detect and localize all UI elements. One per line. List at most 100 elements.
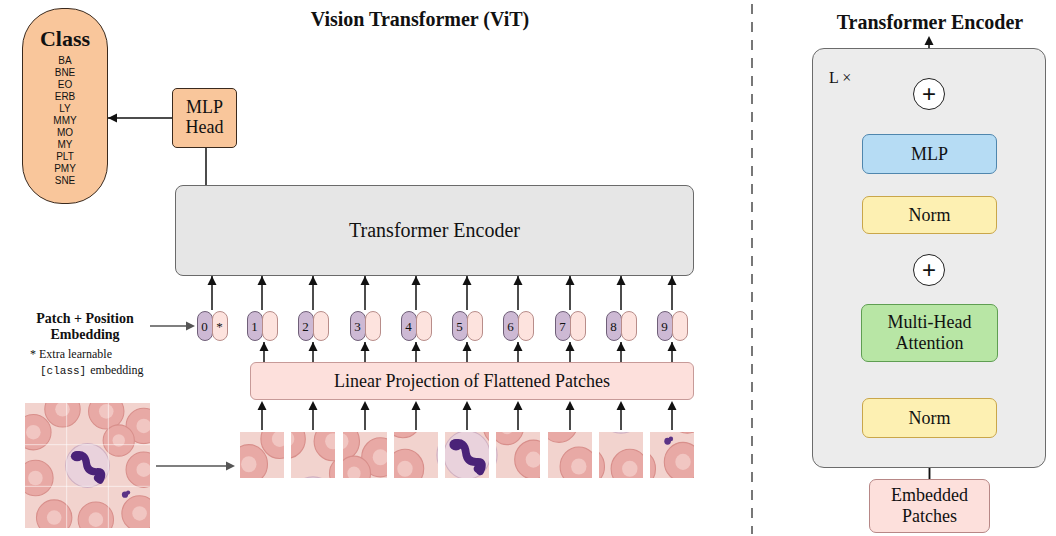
split-arrow-head bbox=[226, 462, 235, 471]
node-text: + bbox=[922, 258, 936, 282]
input-box: Embedded Patches bbox=[869, 479, 990, 532]
position-index: 1 bbox=[251, 320, 258, 333]
connector bbox=[361, 342, 370, 362]
image-patch bbox=[245, 419, 399, 536]
class-name: MMY bbox=[40, 115, 90, 127]
pointer-line bbox=[150, 325, 188, 327]
node-label: Linear Projection of Flattened Patches bbox=[334, 371, 610, 392]
patch-content bbox=[552, 327, 706, 488]
patch-arrow-heads bbox=[258, 401, 677, 410]
class-name: EO bbox=[40, 79, 90, 91]
patch-pill bbox=[467, 311, 483, 341]
title-holder: Vision Transformer (ViT) bbox=[220, 8, 620, 31]
token-embedding: 2 bbox=[297, 310, 329, 342]
node-text: + bbox=[922, 82, 936, 106]
add-circle: + bbox=[913, 254, 945, 286]
class-name: PLT bbox=[40, 151, 90, 163]
diagram-title: Vision Transformer (ViT) bbox=[220, 8, 620, 31]
node-label: MLP Head bbox=[177, 98, 232, 138]
split-arrow-line bbox=[156, 465, 227, 467]
arrow-head bbox=[309, 342, 318, 351]
encoder-detail-panel: Transformer EncoderL ×+MLPNorm+Multi-Hea… bbox=[812, 48, 1046, 468]
connector bbox=[361, 276, 370, 310]
footnote-text: embedding bbox=[90, 363, 143, 378]
connector bbox=[258, 276, 267, 310]
position-pill: 6 bbox=[503, 311, 519, 341]
separator-line bbox=[751, 4, 753, 534]
connector bbox=[309, 276, 318, 310]
patch-grid bbox=[25, 403, 150, 528]
class-name: BNE bbox=[40, 67, 90, 79]
class-name: BA bbox=[40, 55, 90, 67]
node-label: Embedded Patches bbox=[874, 485, 985, 526]
connector bbox=[668, 342, 677, 362]
list-heading: Class bbox=[40, 26, 90, 52]
connector-line bbox=[205, 148, 207, 185]
connector bbox=[463, 342, 472, 362]
patch-content bbox=[245, 419, 399, 536]
position-pill: 1 bbox=[247, 311, 263, 341]
connector bbox=[566, 276, 575, 310]
heading-holder: Transformer Encoder bbox=[793, 11, 1056, 34]
connector bbox=[514, 342, 523, 362]
node-label: Transformer Encoder bbox=[349, 219, 520, 242]
connector bbox=[617, 342, 626, 362]
encoder-block: Transformer Encoder bbox=[175, 185, 694, 276]
arrow-head bbox=[668, 276, 677, 285]
image-patch bbox=[552, 327, 706, 488]
patch-pill bbox=[262, 311, 278, 341]
position-index: 2 bbox=[302, 320, 309, 333]
pointer-head bbox=[186, 322, 195, 331]
token-embedding: 7 bbox=[554, 310, 586, 342]
arrow-head bbox=[412, 342, 421, 351]
input-image bbox=[16, 392, 162, 536]
attention-box: Multi-Head Attention bbox=[861, 304, 998, 362]
label-holder: * Extra learnable bbox=[30, 347, 112, 362]
token-embedding: 5 bbox=[451, 310, 483, 342]
node-label: Norm bbox=[909, 408, 951, 429]
position-pill: 2 bbox=[298, 311, 314, 341]
patch-pill bbox=[672, 311, 688, 341]
node-text: Embedded Patches bbox=[874, 485, 985, 526]
connector bbox=[463, 276, 472, 310]
token-embedding: 6 bbox=[502, 310, 534, 342]
connector-line bbox=[108, 117, 172, 119]
class-name: MY bbox=[40, 139, 90, 151]
class-name: MO bbox=[40, 127, 90, 139]
node-label: MLP bbox=[911, 144, 948, 165]
class-name: SNE bbox=[40, 175, 90, 187]
arrow-head bbox=[208, 276, 217, 285]
connector bbox=[108, 114, 172, 123]
connector bbox=[668, 276, 677, 310]
class-name: LY bbox=[40, 103, 90, 115]
arrow-head bbox=[412, 276, 421, 285]
add-symbol: + bbox=[922, 82, 936, 106]
position-pill: 7 bbox=[555, 311, 571, 341]
patch-pill bbox=[518, 311, 534, 341]
mlp-box: MLP bbox=[862, 134, 997, 174]
class-name: ERB bbox=[40, 91, 90, 103]
node-label: Multi-Head Attention bbox=[866, 312, 993, 353]
class-name: PMY bbox=[40, 163, 90, 175]
input-image-content bbox=[16, 392, 162, 536]
connector bbox=[566, 342, 575, 362]
node-text: MLP Head bbox=[177, 98, 232, 138]
position-pill: 8 bbox=[606, 311, 622, 341]
arrow-head bbox=[668, 342, 677, 351]
connector bbox=[412, 342, 421, 362]
token-embedding: 1 bbox=[246, 310, 278, 342]
repeat-count: L × bbox=[829, 69, 851, 87]
patch-pill bbox=[416, 311, 432, 341]
connector bbox=[309, 342, 318, 362]
block-heading: Transformer Encoder bbox=[793, 11, 1056, 34]
add-circle: + bbox=[913, 78, 945, 110]
node-text: ClassBABNEEOERBLYMMYMOMYPLTPMYSNE bbox=[40, 26, 90, 187]
arrow-head bbox=[463, 276, 472, 285]
patch-pill bbox=[570, 311, 586, 341]
connector bbox=[617, 276, 626, 310]
position-pill: 5 bbox=[452, 311, 468, 341]
arrow-head bbox=[258, 276, 267, 285]
node-text: MLP bbox=[911, 144, 948, 165]
